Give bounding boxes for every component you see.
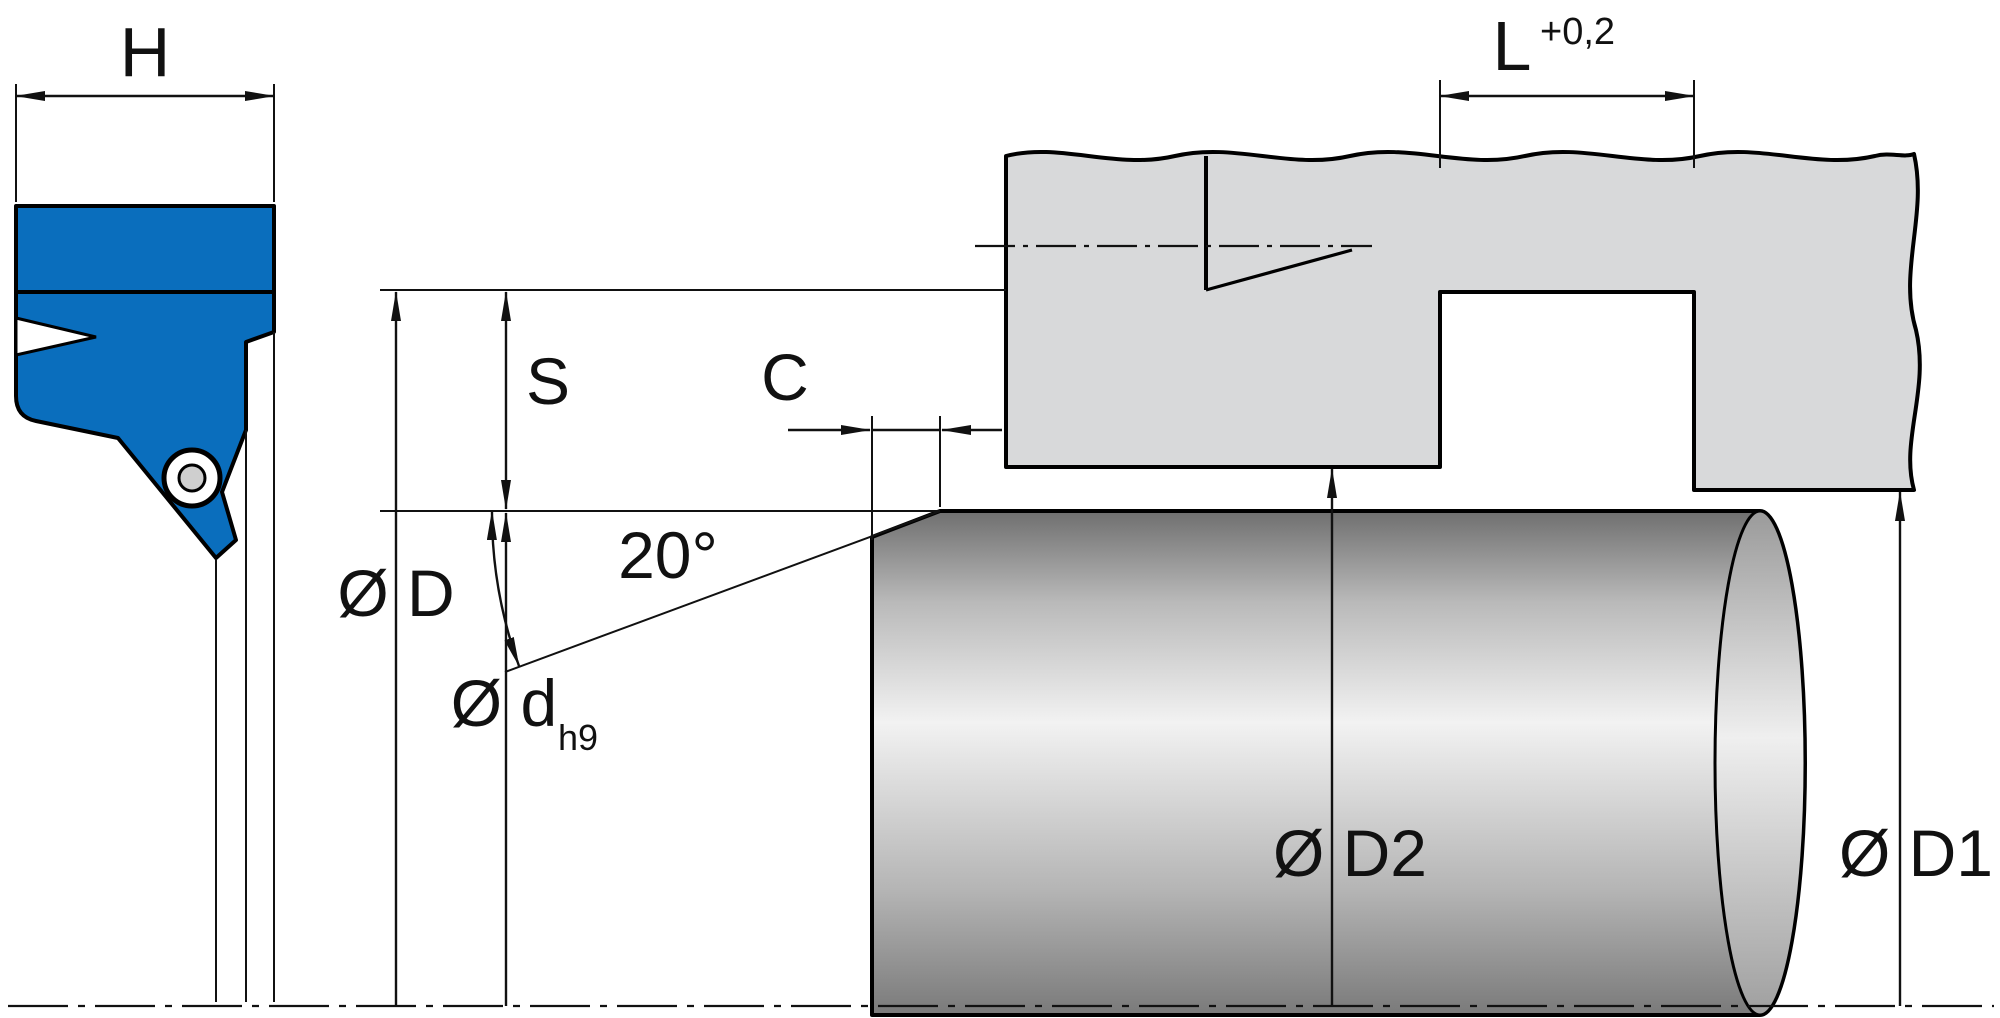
- housing-section: [975, 149, 1922, 492]
- dim-dia-groove-label: Ø D: [337, 556, 454, 630]
- dim-s-label: S: [526, 344, 570, 418]
- housing-body: [1004, 149, 1922, 492]
- dim-dia-d1-label: Ø D1: [1839, 816, 1993, 890]
- dim-l-label: L: [1493, 7, 1532, 85]
- dim-dia-shaft-label: Ø d: [451, 666, 557, 740]
- dim-h-label: H: [120, 13, 171, 91]
- dim-dia-d2-label: Ø D2: [1273, 816, 1427, 890]
- datum-lines: [15, 80, 1695, 673]
- garter-spring-core: [177, 463, 207, 493]
- shaft-end-cap: [1713, 509, 1807, 1017]
- dim-angle-label: 20°: [618, 518, 718, 592]
- chamfer-construction-line: [504, 510, 941, 673]
- shaft: [870, 509, 1807, 1017]
- seal-casing: [14, 204, 276, 294]
- dimension-lines: [15, 91, 1905, 1006]
- labels: H L +0,2 S C 20° Ø D Ø d h9 Ø D2 Ø D1: [120, 7, 1993, 890]
- shaft-body: [870, 509, 1807, 1017]
- seal-cross-section: [14, 204, 276, 1002]
- housing-chamfer-line: [1205, 248, 1353, 292]
- dim-dia-shaft-tolerance-label: h9: [558, 717, 598, 758]
- dim-c-label: C: [761, 340, 809, 414]
- seal-notch: [14, 316, 97, 357]
- dim-l-tolerance-label: +0,2: [1540, 11, 1615, 53]
- dim-angle-arc: [486, 510, 521, 667]
